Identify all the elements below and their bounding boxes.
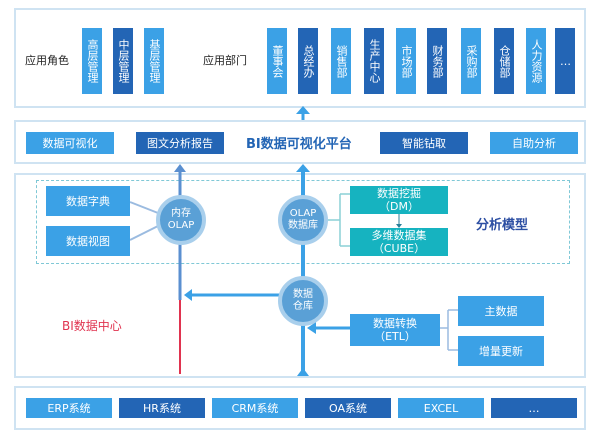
analysis-model-title: 分析模型 bbox=[476, 218, 529, 233]
dept-marketing[interactable]: 市场部 bbox=[396, 28, 416, 94]
data-dictionary-block[interactable]: 数据字典 bbox=[46, 186, 130, 216]
dept-finance[interactable]: 财务部 bbox=[427, 28, 447, 94]
self-analysis-button[interactable]: 自助分析 bbox=[490, 132, 578, 154]
role-senior[interactable]: 高层管理 bbox=[82, 28, 102, 94]
source-erp[interactable]: ERP系统 bbox=[26, 398, 112, 418]
dept-board[interactable]: 董事会 bbox=[267, 28, 287, 94]
dept-gm-office[interactable]: 总经办 bbox=[298, 28, 318, 94]
olap-database-circle[interactable]: OLAP 数据库 bbox=[278, 195, 328, 245]
memory-olap-circle[interactable]: 内存 OLAP bbox=[156, 195, 206, 245]
data-warehouse-circle[interactable]: 数据 仓库 bbox=[278, 276, 328, 326]
data-mining-block[interactable]: 数据挖掘 （DM） bbox=[350, 186, 448, 214]
dept-production[interactable]: 生产中心 bbox=[364, 28, 384, 94]
dept-purchasing[interactable]: 采购部 bbox=[461, 28, 481, 94]
report-button[interactable]: 图文分析报告 bbox=[136, 132, 224, 154]
sources-section bbox=[14, 386, 586, 430]
source-excel[interactable]: EXCEL bbox=[398, 398, 484, 418]
roles-label: 应用角色 bbox=[25, 54, 69, 67]
master-data-block[interactable]: 主数据 bbox=[458, 296, 544, 326]
data-view-block[interactable]: 数据视图 bbox=[46, 226, 130, 256]
cube-block[interactable]: 多维数据集 （CUBE） bbox=[350, 228, 448, 256]
source-more[interactable]: … bbox=[491, 398, 577, 418]
dept-sales[interactable]: 销售部 bbox=[331, 28, 351, 94]
etl-block[interactable]: 数据转换 （ETL） bbox=[350, 314, 440, 346]
source-crm[interactable]: CRM系统 bbox=[212, 398, 298, 418]
data-visualization-button[interactable]: 数据可视化 bbox=[26, 132, 114, 154]
platform-title: BI数据可视化平台 bbox=[246, 137, 352, 152]
smart-drill-button[interactable]: 智能钻取 bbox=[380, 132, 468, 154]
role-junior[interactable]: 基层管理 bbox=[144, 28, 164, 94]
data-center-title: BI数据中心 bbox=[62, 319, 122, 333]
role-middle[interactable]: 中层管理 bbox=[113, 28, 133, 94]
dept-hr[interactable]: 人力资源 bbox=[526, 28, 546, 94]
dept-warehouse[interactable]: 仓储部 bbox=[494, 28, 514, 94]
source-hr[interactable]: HR系统 bbox=[119, 398, 205, 418]
dept-more[interactable]: … bbox=[555, 28, 575, 94]
source-oa[interactable]: OA系统 bbox=[305, 398, 391, 418]
incremental-update-block[interactable]: 增量更新 bbox=[458, 336, 544, 366]
depts-label: 应用部门 bbox=[203, 54, 247, 67]
